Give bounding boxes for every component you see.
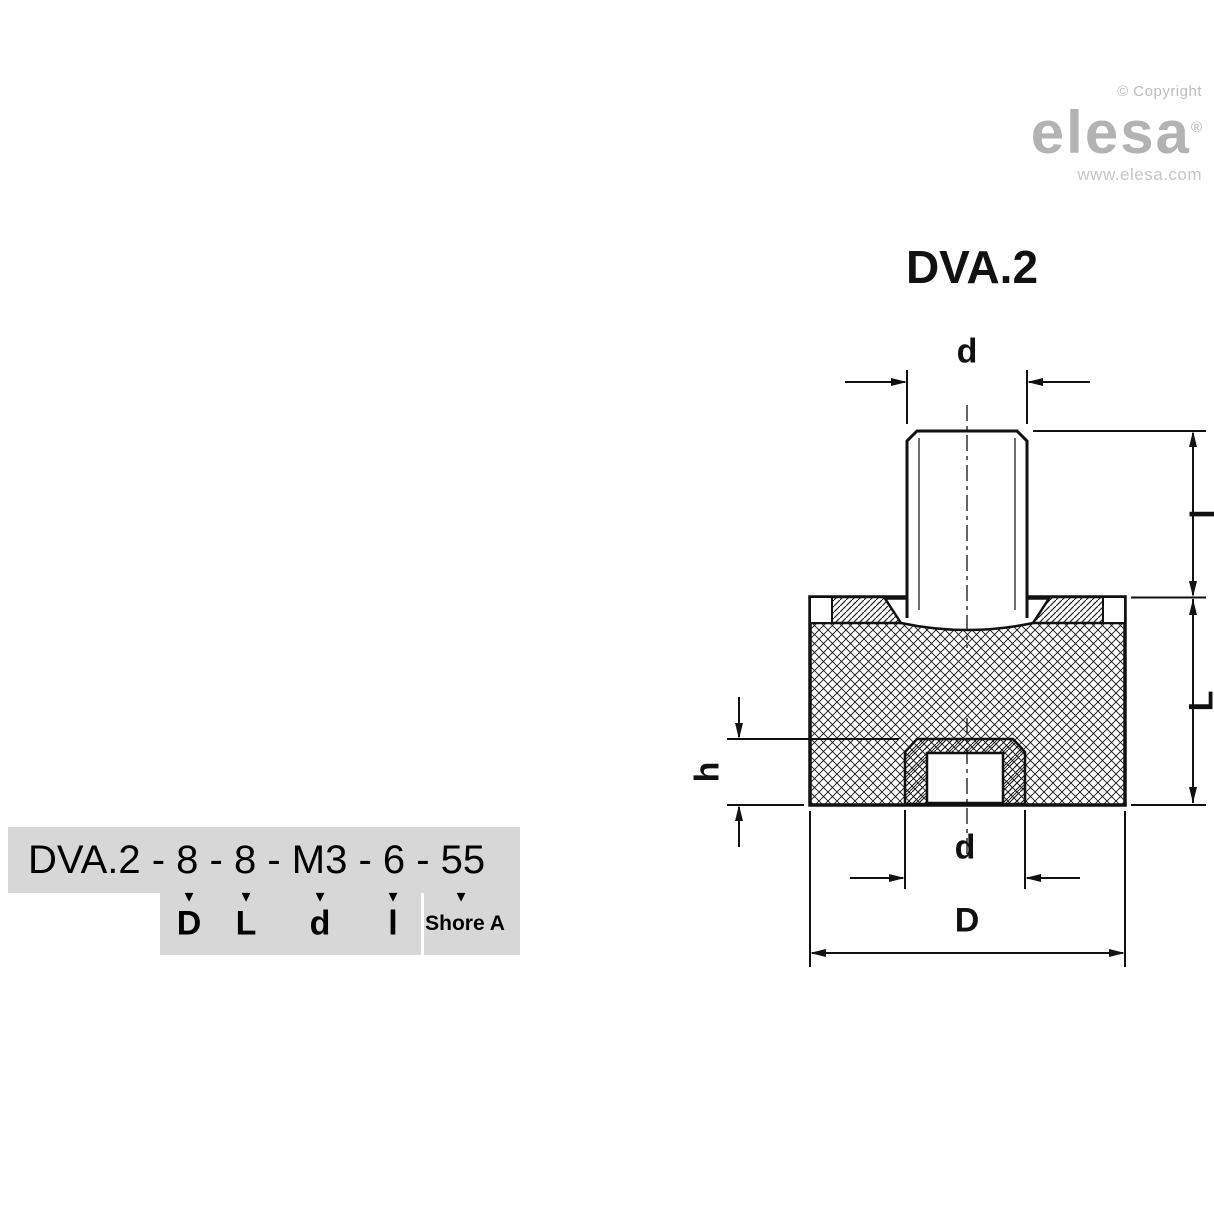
- dimension-lines: [727, 370, 1206, 967]
- threaded-stud: [905, 429, 1029, 618]
- legend-label-shore-a: Shore A: [425, 912, 505, 935]
- legend-label-l: l: [388, 904, 398, 943]
- legend-label-d: d: [309, 904, 331, 943]
- ordering-label-box: [160, 893, 520, 955]
- dim-label-stud-diameter: d: [956, 332, 978, 371]
- down-arrow-icon: ▼: [238, 888, 254, 906]
- label-divider: [421, 893, 424, 955]
- down-arrow-icon: ▼: [385, 888, 401, 906]
- copyright-text: © Copyright: [1117, 83, 1202, 100]
- legend-label-D: D: [176, 904, 202, 943]
- branding-block: © Copyright elesa® www.elesa.com: [1030, 83, 1202, 184]
- drawing-title: DVA.2: [905, 241, 1039, 293]
- down-arrow-icon: ▼: [453, 888, 469, 906]
- ordering-code-text: DVA.2 - 8 - 8 - M3 - 6 - 55: [28, 837, 486, 882]
- registered-mark: ®: [1190, 118, 1202, 136]
- website-text: www.elesa.com: [1077, 164, 1202, 184]
- dim-label-body-diameter: D: [954, 901, 980, 940]
- dim-label-stud-length: l: [1185, 509, 1214, 518]
- down-arrow-icon: ▼: [181, 888, 197, 906]
- dim-label-body-height: L: [1183, 691, 1214, 712]
- dim-label-hole-diameter: d: [954, 828, 976, 867]
- dim-label-hole-depth: h: [688, 761, 727, 783]
- down-arrow-icon: ▼: [312, 888, 328, 906]
- elesa-logo: elesa®: [1030, 98, 1202, 166]
- legend-label-L: L: [235, 904, 257, 943]
- ordering-code-box: DVA.2 - 8 - 8 - M3 - 6 - 55: [8, 827, 520, 893]
- threaded-hole: [903, 737, 1027, 806]
